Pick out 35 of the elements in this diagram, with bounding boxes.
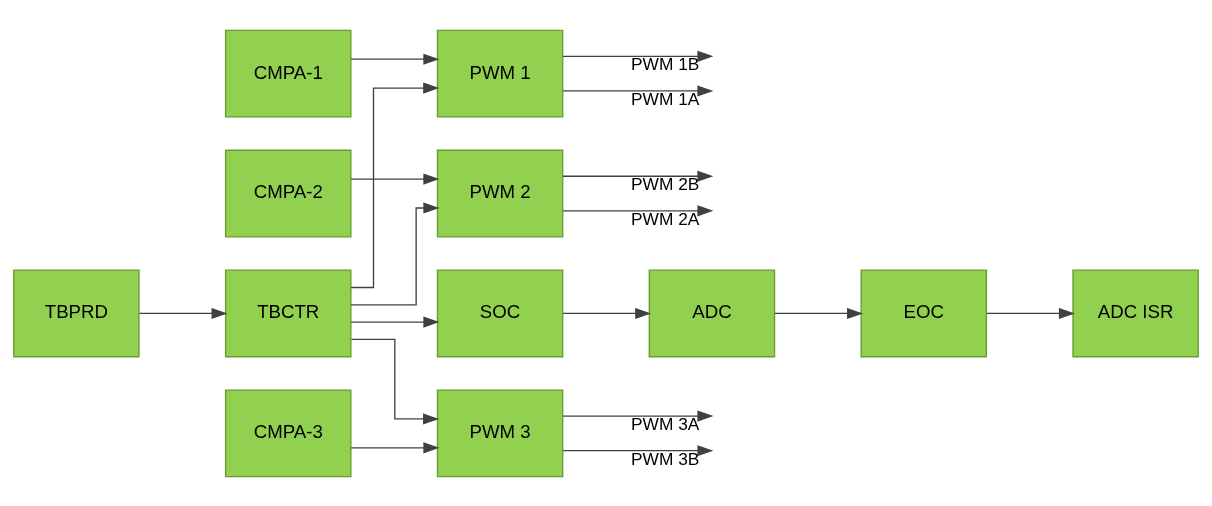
arrow bbox=[350, 53, 440, 65]
node-box: PWM 1 bbox=[436, 29, 564, 118]
node-box: ADC bbox=[648, 269, 776, 357]
arrow bbox=[986, 307, 1075, 319]
arrow bbox=[562, 84, 714, 97]
arrow bbox=[350, 201, 440, 305]
node-box: CMPA-3 bbox=[224, 388, 352, 477]
node-box: EOC bbox=[860, 269, 988, 357]
arrow bbox=[774, 307, 864, 319]
arrow bbox=[562, 409, 714, 422]
node-box: SOC bbox=[436, 269, 564, 357]
edge-label: PWM 1B bbox=[631, 53, 700, 74]
node-box: CMPA-2 bbox=[224, 149, 352, 237]
node-box: TBPRD bbox=[13, 269, 140, 357]
arrow bbox=[350, 316, 440, 328]
node-box: CMPA-1 bbox=[224, 29, 352, 118]
arrow bbox=[562, 444, 714, 456]
node-box: TBCTR bbox=[224, 269, 352, 357]
edge-label: PWM 2A bbox=[631, 208, 700, 229]
edge-label: PWM 3B bbox=[631, 448, 700, 469]
node-box: PWM 3 bbox=[436, 388, 564, 477]
arrow bbox=[350, 81, 440, 288]
arrow bbox=[562, 307, 652, 319]
arrow bbox=[350, 338, 440, 425]
arrow bbox=[350, 173, 440, 185]
arrow bbox=[350, 441, 440, 453]
node-box: PWM 2 bbox=[436, 149, 564, 237]
edge-label: PWM 3A bbox=[631, 413, 700, 434]
arrow bbox=[562, 50, 714, 62]
arrow bbox=[562, 204, 714, 216]
node-box: ADC ISR bbox=[1072, 269, 1199, 357]
arrow bbox=[138, 307, 228, 319]
arrow bbox=[562, 170, 714, 182]
edge-label: PWM 1A bbox=[631, 88, 700, 109]
edge-label: PWM 2B bbox=[631, 173, 700, 194]
